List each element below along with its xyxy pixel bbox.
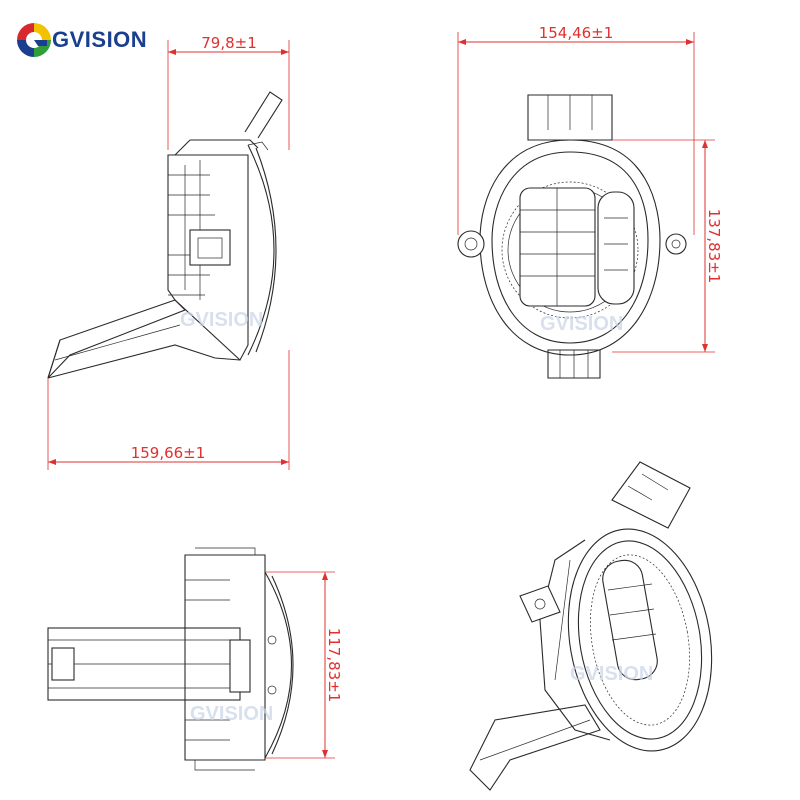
- front-view: 154,46±1 137,83±1: [457, 24, 723, 379]
- side-depth-dimension: 79,8±1: [201, 34, 257, 52]
- side-view: 79,8±1 159,66±1: [47, 34, 290, 470]
- front-width-dimension: 154,46±1: [539, 24, 614, 42]
- side-length-dimension: 159,66±1: [131, 444, 206, 462]
- brand-logo: GVISION: [14, 18, 147, 62]
- watermark-text: GVISION: [190, 703, 273, 725]
- watermark-text: GVISION: [180, 309, 263, 331]
- bottom-view: 117,83±1: [47, 547, 343, 771]
- front-height-dimension: 137,83±1: [705, 209, 723, 284]
- isometric-view: [469, 461, 713, 791]
- bottom-height-dimension: 117,83±1: [325, 628, 343, 703]
- watermark-text: GVISION: [570, 663, 653, 685]
- watermark-text: GVISION: [540, 313, 623, 335]
- brand-name: GVISION: [52, 27, 148, 52]
- logo-mark-icon: [17, 23, 51, 57]
